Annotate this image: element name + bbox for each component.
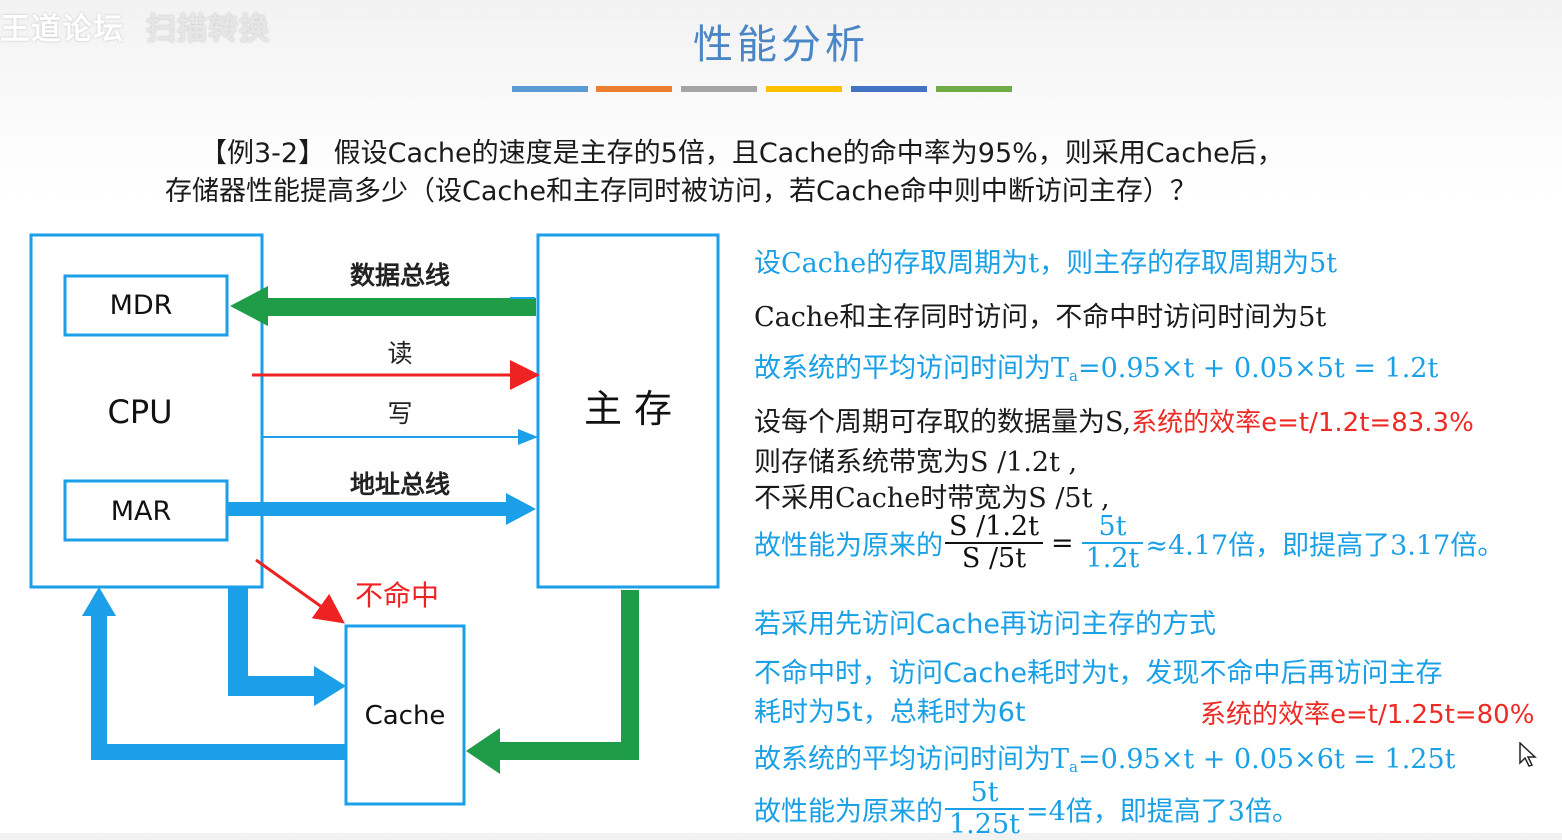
miss-arrow	[255, 558, 345, 624]
strip-segment	[936, 86, 1012, 92]
mdr-box	[63, 274, 229, 337]
mouse-pointer-icon	[1519, 742, 1537, 767]
miss-label: 不命中	[355, 579, 439, 612]
address-bus-label: 地址总线	[350, 470, 450, 499]
explain-line-8: 若采用先访问Cache再访问主存的方式	[754, 609, 1216, 640]
explain-line-10: 耗时为5t，总耗时为6t	[754, 697, 1026, 728]
explain-line-11: 故系统的平均访问时间为Ta=0.95×t + 0.05×6t = 1.25t	[754, 744, 1456, 776]
explain-line-3: 故系统的平均访问时间为Ta=0.95×t + 0.05×5t = 1.2t	[754, 353, 1439, 385]
mar-box	[63, 479, 229, 542]
strip-segment	[512, 86, 588, 92]
data-bus-arrow	[230, 286, 536, 326]
slide-title: 性能分析	[693, 22, 869, 68]
strip-segment	[766, 86, 842, 92]
strip-segment	[596, 86, 672, 92]
efficiency-2: 系统的效率e=t/1.25t=80%	[1200, 700, 1535, 730]
explain-line-2: Cache和主存同时访问，不命中时访问时间为5t	[754, 302, 1327, 333]
cache-label: Cache	[365, 701, 446, 731]
strip-segment	[851, 86, 927, 92]
main-memory-box	[536, 233, 720, 589]
problem-line-2: 存储器性能提高多少（设Cache和主存同时被访问，若Cache命中则中断访问主存…	[165, 176, 1197, 207]
watermark: 王道论坛扫描转换	[0, 12, 270, 47]
mdr-label: MDR	[110, 290, 173, 321]
address-bus-arrow	[228, 493, 536, 525]
cpu-to-cache-arrow	[228, 587, 346, 706]
cache-box	[344, 624, 466, 806]
explain-line-6: 不采用Cache时带宽为S /5t ,	[754, 483, 1110, 514]
cpu-memory-diagram: MDR MAR CPU 主 存 Cache 数据总线 读 写 地址总线 不命中	[29, 233, 720, 806]
cache-to-cpu-arrow	[82, 587, 346, 760]
explain-line-9: 不命中时，访问Cache耗时为t，发现不命中后再访问主存	[754, 658, 1443, 689]
mar-label: MAR	[111, 496, 172, 527]
read-label: 读	[387, 339, 412, 368]
explain-line-5: 则存储系统带宽为S /1.2t ,	[754, 447, 1078, 478]
write-label: 写	[387, 399, 412, 428]
data-bus-label: 数据总线	[350, 261, 450, 290]
explain-line-1: 设Cache的存取周期为t，则主存的存取周期为5t	[754, 248, 1338, 279]
strip-segment	[681, 86, 757, 92]
explain-line-4: 设每个周期可存取的数据量为S,系统的效率e=t/1.2t=83.3%	[754, 407, 1474, 438]
problem-line-1: 【例3-2】 假设Cache的速度是主存的5倍，且Cache的命中率为95%，则…	[200, 138, 1284, 169]
memory-to-cache-arrow	[466, 590, 639, 774]
main-memory-label: 主 存	[584, 387, 672, 431]
cpu-label: CPU	[107, 393, 172, 431]
